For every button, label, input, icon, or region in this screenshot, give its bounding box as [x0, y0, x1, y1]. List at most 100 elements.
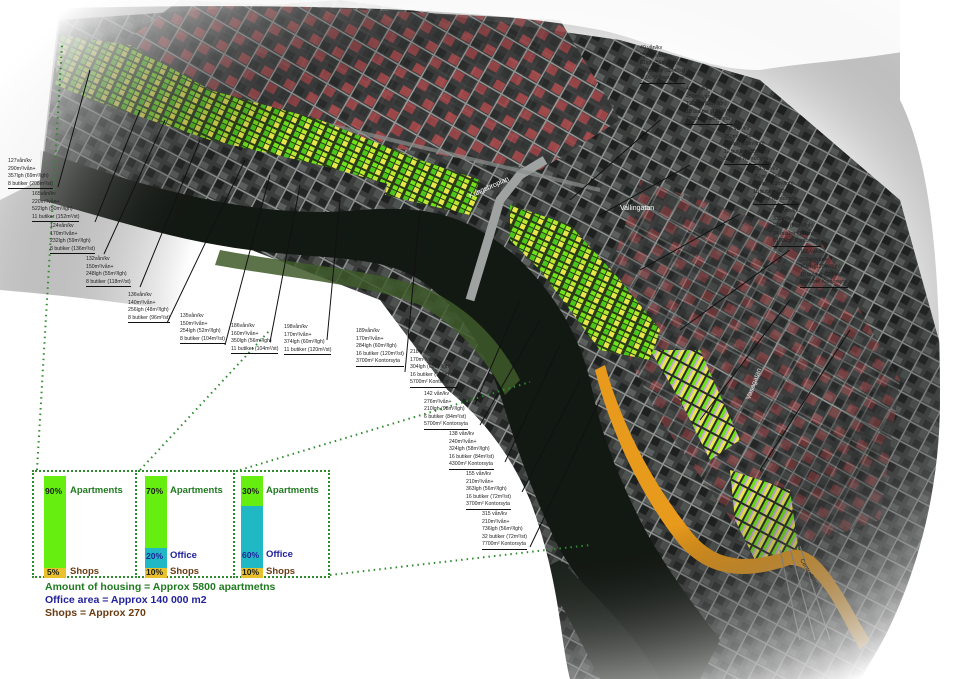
block-annotation: 250 vån/kv 330m²/vån+ 246lgh (80m²/lgh) … [773, 208, 821, 247]
annotation-line: 246lgh (80m²/lgh) [773, 223, 814, 230]
apartments-bar [241, 476, 263, 506]
block-annotation: 124vån/kv 170m²/vån+ 232lgh (59m²/lgh) 8… [50, 223, 95, 255]
annotation-line: 61000m² Kontorsyta [773, 238, 821, 247]
annotation-line: 189vån/kv [356, 328, 380, 334]
annotation-line: 16 butiker (84m²/st) [449, 453, 494, 460]
block-annotation: 315 vån/kv 210m²/vån+ 736lgh (56m²/lgh) … [482, 511, 527, 550]
annotation-line: 140m²/vån+ [128, 299, 156, 306]
annotation-line: 232lgh (59m²/lgh) [50, 238, 91, 245]
annotation-line: 186vån/kv [231, 323, 255, 329]
annotation-line: 260m²/vån+ [753, 173, 781, 180]
block-annotation: 166 vån/kv 325m²/vån+ 76lgh (120m²/lgh) … [800, 249, 848, 288]
block-annotation: 198vån/kv 170m²/vån+ 374lgh (60m²/lgh) 1… [284, 324, 332, 356]
annotation-line: 136vån/kv [128, 292, 152, 298]
annotation-line: 3700m² Kontorsyta [356, 358, 404, 367]
annotation-line: 10 butiker (88m²/st) [640, 67, 685, 74]
block-annotation: 40 vån/kv 250m²/vån+ 81lgh (59m²/lgh) 10… [640, 45, 685, 84]
annotation-line: 11 butiker (120m²/st) [284, 347, 332, 356]
annotation-line: 325m²/vån+ [800, 256, 828, 263]
annotation-line: 374lgh (60m²/lgh) [284, 339, 325, 346]
annotation-line: 8 butiker (208m²/st) [8, 181, 53, 190]
annotation-line: 150m²/vån+ [180, 320, 208, 327]
annotation-line: 170m²/vån+ [356, 335, 384, 342]
shops-bar [145, 568, 167, 578]
office-label: Office [266, 549, 293, 560]
annotation-line: 18 butiker (92m²/st) [753, 188, 798, 195]
annotation-line: 250 vån/kv [773, 208, 799, 214]
annotation-line: 106 vån/kv [724, 126, 750, 132]
office-label: Office [170, 550, 197, 561]
annotation-line: 276m²/vån+ [424, 398, 452, 405]
office-bar [241, 506, 263, 568]
block-annotation: 138 vån/kv 240m²/vån+ 324lgh (58m²/lgh) … [449, 431, 494, 470]
annotation-line: 250m²/vån+ [724, 133, 752, 140]
annotation-line: 32 butiker (72m²/st) [482, 533, 527, 540]
block-annotation: 46 vån/kv 450m²/vån+ 132lgh (82m²/lgh) 1… [686, 86, 734, 125]
annotation-line: 81lgh (59m²/lgh) [640, 60, 678, 67]
annotation-line: 150m²/vån+ [86, 263, 114, 270]
annotation-line: 330m²/vån+ [773, 215, 801, 222]
annotation-line: 5100m² Kontorsyta [724, 156, 769, 165]
annotation-line: 250m²/vån+ [640, 52, 668, 59]
street-label: Vallingatan [620, 205, 654, 212]
annotation-line: 166 vån/kv [800, 249, 826, 255]
apartments-bar [145, 476, 167, 548]
block-annotation: 142 vån/kv 276m²/vån+ 210lgh (98m²/lgh) … [424, 391, 468, 430]
summary-housing: Amount of housing = Approx 5800 apartmet… [45, 581, 276, 593]
annotation-line: 210m²/vån+ [466, 478, 494, 485]
annotation-line: 324lgh (58m²/lgh) [449, 446, 490, 453]
annotation-line: 218 vån/kv [410, 349, 436, 355]
annotation-line: 24 butiker (120m²/st) [773, 230, 821, 237]
block-annotation: 106 vån/kv 250m²/vån+ 213lgh (55m²/lgh) … [724, 126, 769, 165]
block-annotation: 132vån/kv 150m²/vån+ 248lgh (55m²/lgh) 8… [86, 256, 131, 288]
apartments-pct: 90% [45, 486, 63, 496]
block-annotation: 165vån/kv 220m²/vån+ 522lgh (50m²/lgh) 1… [32, 191, 80, 223]
annotation-line: 18 butiker (110m²/st) [686, 108, 734, 115]
annotation-line: 170m²/vån+ [50, 230, 78, 237]
annotation-line: 160m²/vån+ [231, 330, 259, 337]
annotation-line: 151 vån/kv [753, 166, 779, 172]
annotation-line: 11 butiker (104m²/st) [231, 346, 279, 355]
shops-label: Shops [266, 566, 296, 577]
apartments-label: Apartments [170, 485, 223, 496]
annotation-line: 76lgh (120m²/lgh) [800, 264, 841, 271]
annotation-line: 16 butiker (72m²/st) [466, 493, 511, 500]
block-annotation: 136vån/kv 140m²/vån+ 256lgh (48m²/lgh) 8… [128, 292, 171, 324]
annotation-line: 284lgh (60m²/lgh) [356, 343, 397, 350]
annotation-line: 248lgh (55m²/lgh) [86, 271, 127, 278]
legend-box-residential: 90% Apartments 5% Shops [32, 470, 137, 578]
block-annotation: 127vån/kv 290m²/vån+ 357lgh (69m²/lgh) 8… [8, 158, 53, 190]
block-annotation: 151 vån/kv 260m²/vån+ 300lgh (61m²/lgh) … [753, 166, 798, 205]
annotation-line: 290m²/vån+ [8, 165, 36, 172]
annotation-line: 363lgh (56m²/lgh) [466, 486, 507, 493]
summary-shops: Shops = Approx 270 [45, 607, 146, 619]
summary-office: Office area = Approx 140 000 m2 [45, 594, 207, 606]
annotation-line: 6 butiker (84m²/st) [424, 413, 467, 420]
annotation-line: 40 vån/kv [640, 45, 663, 51]
annotation-line: 124vån/kv [50, 223, 74, 229]
annotation-line: 1600m² Kontorsyta [640, 75, 685, 84]
annotation-line: 16 butiker (120m²/st) [410, 371, 458, 378]
office-pct: 20% [146, 551, 164, 561]
annotation-line: 5700m² Kontorsyta [424, 421, 468, 430]
annotation-line: 7700m² Kontorsyta [482, 541, 527, 550]
annotation-line: 736lgh (56m²/lgh) [482, 526, 523, 533]
annotation-line: 220m²/vån+ [32, 198, 60, 205]
annotation-line: 8 butiker (96m²/st) [128, 315, 171, 324]
annotation-line: 170m²/vån+ [410, 356, 438, 363]
annotation-line: 198vån/kv [284, 324, 308, 330]
annotation-line: 6100m² Kontorsyta [753, 196, 798, 205]
annotation-line: 213lgh (55m²/lgh) [724, 141, 765, 148]
annotation-line: 135vån/kv [180, 313, 204, 319]
annotation-line: 5700m² Kontorsyta [410, 379, 458, 388]
annotation-line: 11 butiker (152m²/st) [32, 214, 80, 223]
block-annotation: 155 vån/kv 210m²/vån+ 363lgh (56m²/lgh) … [466, 471, 511, 510]
annotation-line: 357lgh (69m²/lgh) [8, 173, 49, 180]
annotation-line: 132lgh (82m²/lgh) [686, 101, 727, 108]
shops-bar [241, 568, 263, 578]
annotation-line: 450m²/vån+ [686, 93, 714, 100]
shops-bar [44, 568, 66, 578]
annotation-line: 3700m² Kontorsyta [466, 501, 511, 510]
shops-label: Shops [70, 566, 100, 577]
